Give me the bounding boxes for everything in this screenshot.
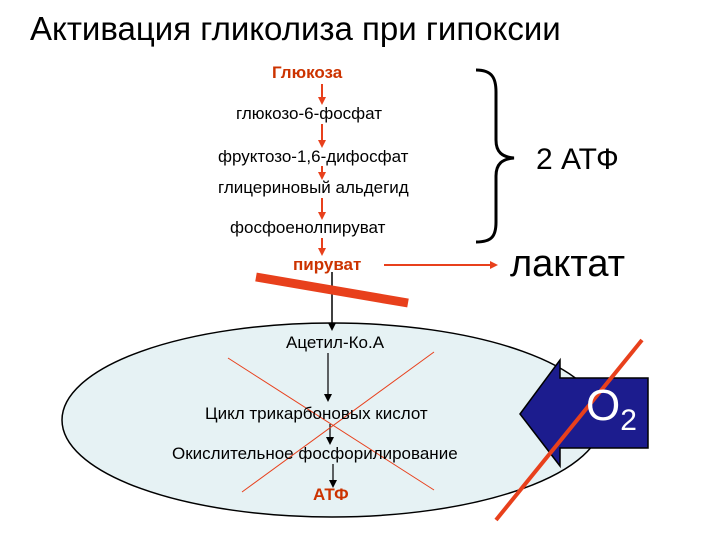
pep-label: фосфоенолпируват bbox=[230, 218, 386, 237]
pyruvate-label: пируват bbox=[293, 255, 362, 274]
oxygen-symbol: O bbox=[586, 381, 621, 430]
page-title: Активация гликолиза при гипоксии bbox=[30, 10, 561, 47]
atp-yield-label: 2 АТФ bbox=[536, 143, 619, 176]
acetyl-coa-label: Ацетил-Ко.А bbox=[286, 333, 385, 352]
tca-cycle-label: Цикл трикарбоновых кислот bbox=[205, 404, 428, 423]
oxygen-label: O2 bbox=[586, 381, 637, 438]
f16bp-label: фруктозо-1,6-дифосфат bbox=[218, 147, 409, 166]
glucose-label: Глюкоза bbox=[272, 63, 343, 82]
oxygen-subscript: 2 bbox=[620, 403, 637, 437]
block-bar bbox=[255, 272, 409, 308]
oxygen-strike bbox=[494, 338, 644, 522]
cross-line-2 bbox=[241, 351, 435, 493]
oxphos-label: Окислительное фосфорилирование bbox=[172, 444, 458, 463]
cross-line-1 bbox=[227, 357, 435, 491]
atp-brace bbox=[475, 68, 515, 244]
lactate-label: лактат bbox=[510, 243, 626, 285]
glyceraldehyde-label: глицериновый альдегид bbox=[218, 178, 409, 197]
g6p-label: глюкозо-6-фосфат bbox=[236, 104, 383, 123]
atp-mito-label: АТФ bbox=[313, 485, 349, 504]
